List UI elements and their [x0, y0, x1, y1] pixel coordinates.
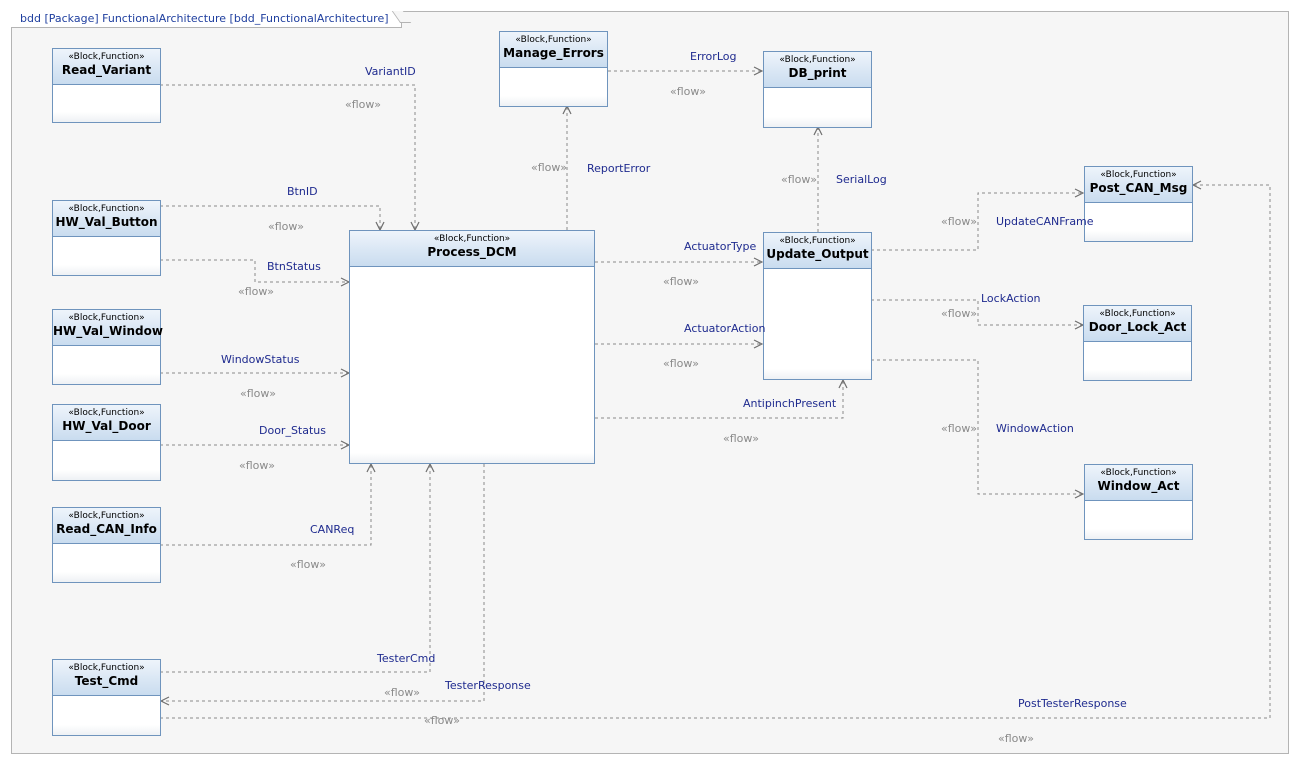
block-name: DB_print — [788, 66, 847, 80]
block-post-can-msg[interactable]: «Block,Function»Post_CAN_Msg — [1084, 166, 1193, 242]
block-stereotype: «Block,Function» — [779, 55, 856, 65]
flow-windowaction[interactable] — [871, 359, 1083, 494]
block-hw-val-window[interactable]: «Block,Function»HW_Val_Window — [52, 309, 163, 385]
flow-label-posttesterresponse: PostTesterResponse — [1018, 697, 1127, 710]
flow-posttesterresponse[interactable] — [160, 185, 1271, 719]
flow-label-windowstatus: WindowStatus — [221, 353, 300, 366]
block-stereotype: «Block,Function» — [68, 52, 145, 62]
flow-keyword: «flow» — [941, 307, 977, 320]
flow-keyword: «flow» — [345, 98, 381, 111]
block-hw-val-button[interactable]: «Block,Function»HW_Val_Button — [52, 200, 161, 276]
block-stereotype: «Block,Function» — [1100, 170, 1177, 180]
block-name: Read_Variant — [61, 63, 152, 77]
block-name: Window_Act — [1097, 479, 1180, 493]
flow-keyword: «flow» — [998, 732, 1034, 745]
flow-btnstatus[interactable] — [160, 259, 349, 282]
block-name: HW_Val_Window — [53, 324, 163, 338]
flow-lockaction[interactable] — [871, 299, 1083, 325]
flow-keyword: «flow» — [663, 275, 699, 288]
flow-label-updatecanframe: UpdateCANFrame — [996, 215, 1094, 228]
flow-label-btnstatus: BtnStatus — [267, 260, 321, 273]
flow-antipinchpresent[interactable] — [595, 380, 843, 419]
flow-testercmd[interactable] — [160, 464, 430, 673]
block-manage-errors[interactable]: «Block,Function»Manage_Errors — [499, 31, 608, 107]
block-name: HW_Val_Button — [55, 215, 158, 229]
block-process-dcm[interactable]: «Block,Function»Process_DCM — [349, 230, 595, 464]
block-door-lock-act[interactable]: «Block,Function»Door_Lock_Act — [1083, 305, 1192, 381]
block-stereotype: «Block,Function» — [68, 408, 145, 418]
block-read-variant[interactable]: «Block,Function»Read_Variant — [52, 48, 161, 123]
flow-label-testerresponse: TesterResponse — [445, 679, 531, 692]
flow-label-actuatoraction: ActuatorAction — [684, 322, 766, 335]
flow-label-lockaction: LockAction — [981, 292, 1041, 305]
flow-keyword: «flow» — [723, 432, 759, 445]
block-window-act[interactable]: «Block,Function»Window_Act — [1084, 464, 1193, 540]
block-name: Process_DCM — [427, 245, 517, 259]
block-db-print[interactable]: «Block,Function»DB_print — [763, 51, 872, 128]
block-stereotype: «Block,Function» — [433, 234, 511, 244]
flow-keyword: «flow» — [670, 85, 706, 98]
flow-label-canreq: CANReq — [310, 523, 355, 536]
flow-variantid[interactable] — [160, 84, 415, 230]
flow-label-variantid: VariantID — [365, 65, 416, 78]
block-name: Manage_Errors — [503, 46, 604, 60]
flow-keyword: «flow» — [941, 215, 977, 228]
flow-keyword: «flow» — [941, 422, 977, 435]
block-stereotype: «Block,Function» — [68, 663, 145, 673]
block-stereotype: «Block,Function» — [68, 204, 145, 214]
flow-keyword: «flow» — [663, 357, 699, 370]
block-read-can-info[interactable]: «Block,Function»Read_CAN_Info — [52, 507, 161, 583]
flow-label-door-status: Door_Status — [259, 424, 327, 437]
diagram-title: bdd [Package] FunctionalArchitecture [bd… — [11, 11, 402, 28]
block-name: Update_Output — [766, 247, 869, 261]
flow-label-reporterror: ReportError — [587, 162, 651, 175]
flow-keyword: «flow» — [424, 714, 460, 727]
block-stereotype: «Block,Function» — [68, 313, 145, 323]
flow-testerresponse[interactable] — [161, 464, 485, 701]
block-name: Door_Lock_Act — [1088, 320, 1187, 334]
flow-keyword: «flow» — [268, 220, 304, 233]
flow-keyword: «flow» — [781, 173, 817, 186]
flow-updatecanframe[interactable] — [871, 193, 1083, 251]
block-name: Test_Cmd — [74, 674, 139, 688]
flow-keyword: «flow» — [290, 558, 326, 571]
block-stereotype: «Block,Function» — [68, 511, 145, 521]
block-name: HW_Val_Door — [62, 419, 151, 433]
flow-keyword: «flow» — [238, 285, 274, 298]
flow-keyword: «flow» — [384, 686, 420, 699]
block-stereotype: «Block,Function» — [515, 35, 592, 45]
block-stereotype: «Block,Function» — [1100, 468, 1177, 478]
block-stereotype: «Block,Function» — [1099, 309, 1176, 319]
block-name: Post_CAN_Msg — [1089, 181, 1188, 195]
block-stereotype: «Block,Function» — [779, 236, 856, 246]
flow-label-btnid: BtnID — [287, 185, 318, 198]
diagram-frame — [11, 11, 1289, 754]
flow-label-actuatortype: ActuatorType — [684, 240, 757, 253]
flow-keyword: «flow» — [240, 387, 276, 400]
flow-canreq[interactable] — [160, 464, 371, 546]
flow-btnid[interactable] — [160, 205, 380, 230]
flow-keyword: «flow» — [531, 161, 567, 174]
block-test-cmd[interactable]: «Block,Function»Test_Cmd — [52, 659, 161, 736]
block-update-output[interactable]: «Block,Function»Update_Output — [763, 232, 872, 380]
flow-label-antipinchpresent: AntipinchPresent — [743, 397, 837, 410]
flow-label-errorlog: ErrorLog — [690, 50, 737, 63]
flow-label-testercmd: TesterCmd — [377, 652, 436, 665]
flow-keyword: «flow» — [239, 459, 275, 472]
flow-label-seriallog: SerialLog — [836, 173, 887, 186]
flow-label-windowaction: WindowAction — [996, 422, 1074, 435]
block-name: Read_CAN_Info — [56, 522, 157, 536]
block-hw-val-door[interactable]: «Block,Function»HW_Val_Door — [52, 404, 161, 481]
